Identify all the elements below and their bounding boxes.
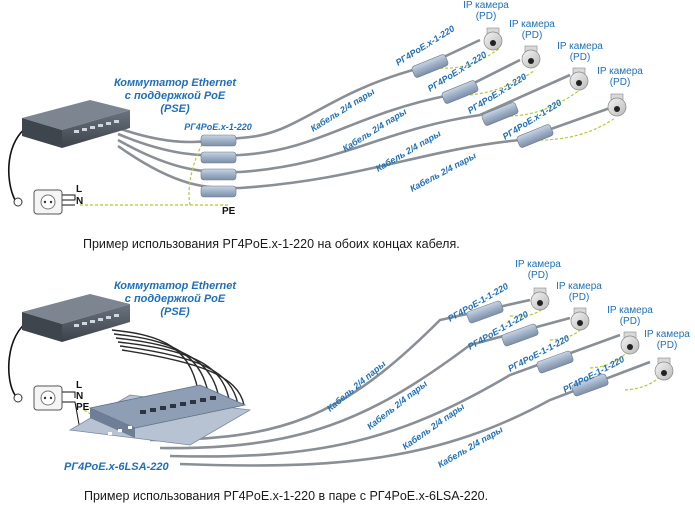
local-modules-top: [200, 134, 237, 198]
remote-module: [536, 350, 574, 374]
camera-label-line1: IP камера: [644, 329, 690, 340]
cable-label: Кабель 2/4 пары: [341, 106, 409, 154]
camera-label-line1: IP камера: [509, 19, 555, 30]
bottom-cable-bundle: [149, 298, 651, 467]
ip-camera-icon: [569, 67, 589, 91]
remote-module: [516, 124, 554, 148]
remote-module: [466, 300, 504, 324]
ip-camera-icon: [654, 357, 674, 381]
pe-wire: [549, 317, 586, 341]
power-outlet-bottom: [13, 385, 63, 411]
bottom-caption: Пример использования РГ4PoE.x-1-220 в па…: [84, 489, 488, 503]
top-caption: Пример использования РГ4PoE.x-1-220 на о…: [83, 237, 460, 251]
cable-path: [117, 58, 521, 157]
pe-wire: [439, 47, 501, 69]
ip-camera-icon: [521, 45, 541, 69]
cable-path: [117, 38, 481, 144]
local-module: [200, 151, 237, 164]
ip-camera-icon: [620, 331, 640, 355]
camera-label-line1: IP камера: [557, 41, 603, 52]
patch-panel-6lsa: [68, 384, 252, 446]
patch-cord: [121, 349, 245, 406]
cable-path: [159, 316, 571, 450]
power-wire: [62, 391, 76, 398]
pe-wire: [469, 69, 536, 96]
cable-path: [169, 333, 621, 458]
remote-modules-top: [411, 54, 554, 148]
ip-camera-icon: [483, 27, 503, 51]
camera-label-line2: (PD): [620, 316, 641, 327]
camera-label-line2: (PD): [522, 30, 543, 41]
remote-module: [411, 54, 449, 78]
local-module: [200, 185, 237, 198]
patch-cord: [119, 345, 239, 406]
patch-cord: [117, 341, 231, 406]
cable-path: [179, 360, 651, 467]
cable-label: Кабель 2/4 пары: [436, 424, 505, 470]
switch-label-line1: Коммутатор Ethernet: [114, 77, 237, 89]
camera-label-line1: IP камера: [515, 259, 561, 270]
label-pe: PE: [76, 402, 90, 413]
remote-module: [501, 323, 539, 347]
panel-label: РГ4PoE.x-6LSA-220: [64, 461, 169, 473]
top-pe-wires: [80, 47, 616, 206]
remote-modules-bottom: [466, 300, 609, 397]
pe-wire: [509, 297, 547, 317]
power-wire: [62, 194, 76, 201]
remote-module: [441, 80, 479, 104]
camera-label-line1: IP камера: [556, 281, 602, 292]
camera-label-line1: IP камера: [597, 66, 643, 77]
cable-path: [117, 73, 571, 174]
switch-label-line1: Коммутатор Ethernet: [114, 280, 237, 292]
camera-label-line2: (PD): [570, 52, 591, 63]
cable-label: Кабель 2/4 пары: [400, 401, 466, 451]
top-cable-bundle: [117, 38, 611, 190]
switch-label-line2: с поддержкой PoE: [125, 293, 226, 305]
patch-cords: [111, 329, 245, 406]
power-outlet-top: [13, 189, 63, 215]
camera-label-line2: (PD): [528, 270, 549, 281]
ip-camera-icon: [607, 93, 627, 117]
remote-module: [571, 373, 609, 397]
ip-camera-icon: [570, 307, 590, 331]
cable-label: Кабель 2/4 пары: [374, 128, 443, 174]
camera-label-line1: IP камера: [463, 0, 509, 11]
camera-label-line2: (PD): [569, 292, 590, 303]
camera-label-line2: (PD): [657, 340, 678, 351]
remote-module: [481, 102, 519, 126]
switch-label-line3: (PSE): [160, 103, 190, 115]
label-l: L: [76, 380, 82, 391]
pe-wire: [539, 117, 616, 141]
ip-camera-icon: [530, 287, 550, 311]
label-n: N: [76, 391, 83, 402]
local-module: [200, 168, 237, 181]
cable-path: [117, 106, 611, 190]
switch-label-line3: (PSE): [160, 306, 190, 318]
switch-label-line2: с поддержкой PoE: [125, 90, 226, 102]
local-module: [200, 134, 237, 147]
bottom-diagram: L N PE Коммутатор Ethernet с поддержкой …: [7, 259, 690, 503]
camera-label-line2: (PD): [476, 11, 497, 22]
poe-switch-top: [22, 100, 130, 148]
label-l: L: [76, 184, 82, 195]
local-module-label: РГ4PoE.x-1-220: [184, 122, 252, 132]
camera-label-line2: (PD): [610, 77, 631, 88]
label-pe: PE: [222, 206, 236, 217]
label-n: N: [76, 196, 83, 207]
poe-switch-bottom: [22, 294, 130, 342]
camera-label-line1: IP камера: [607, 305, 653, 316]
top-diagram: L N PE Коммутатор Ethernet с поддержкой …: [7, 0, 643, 251]
